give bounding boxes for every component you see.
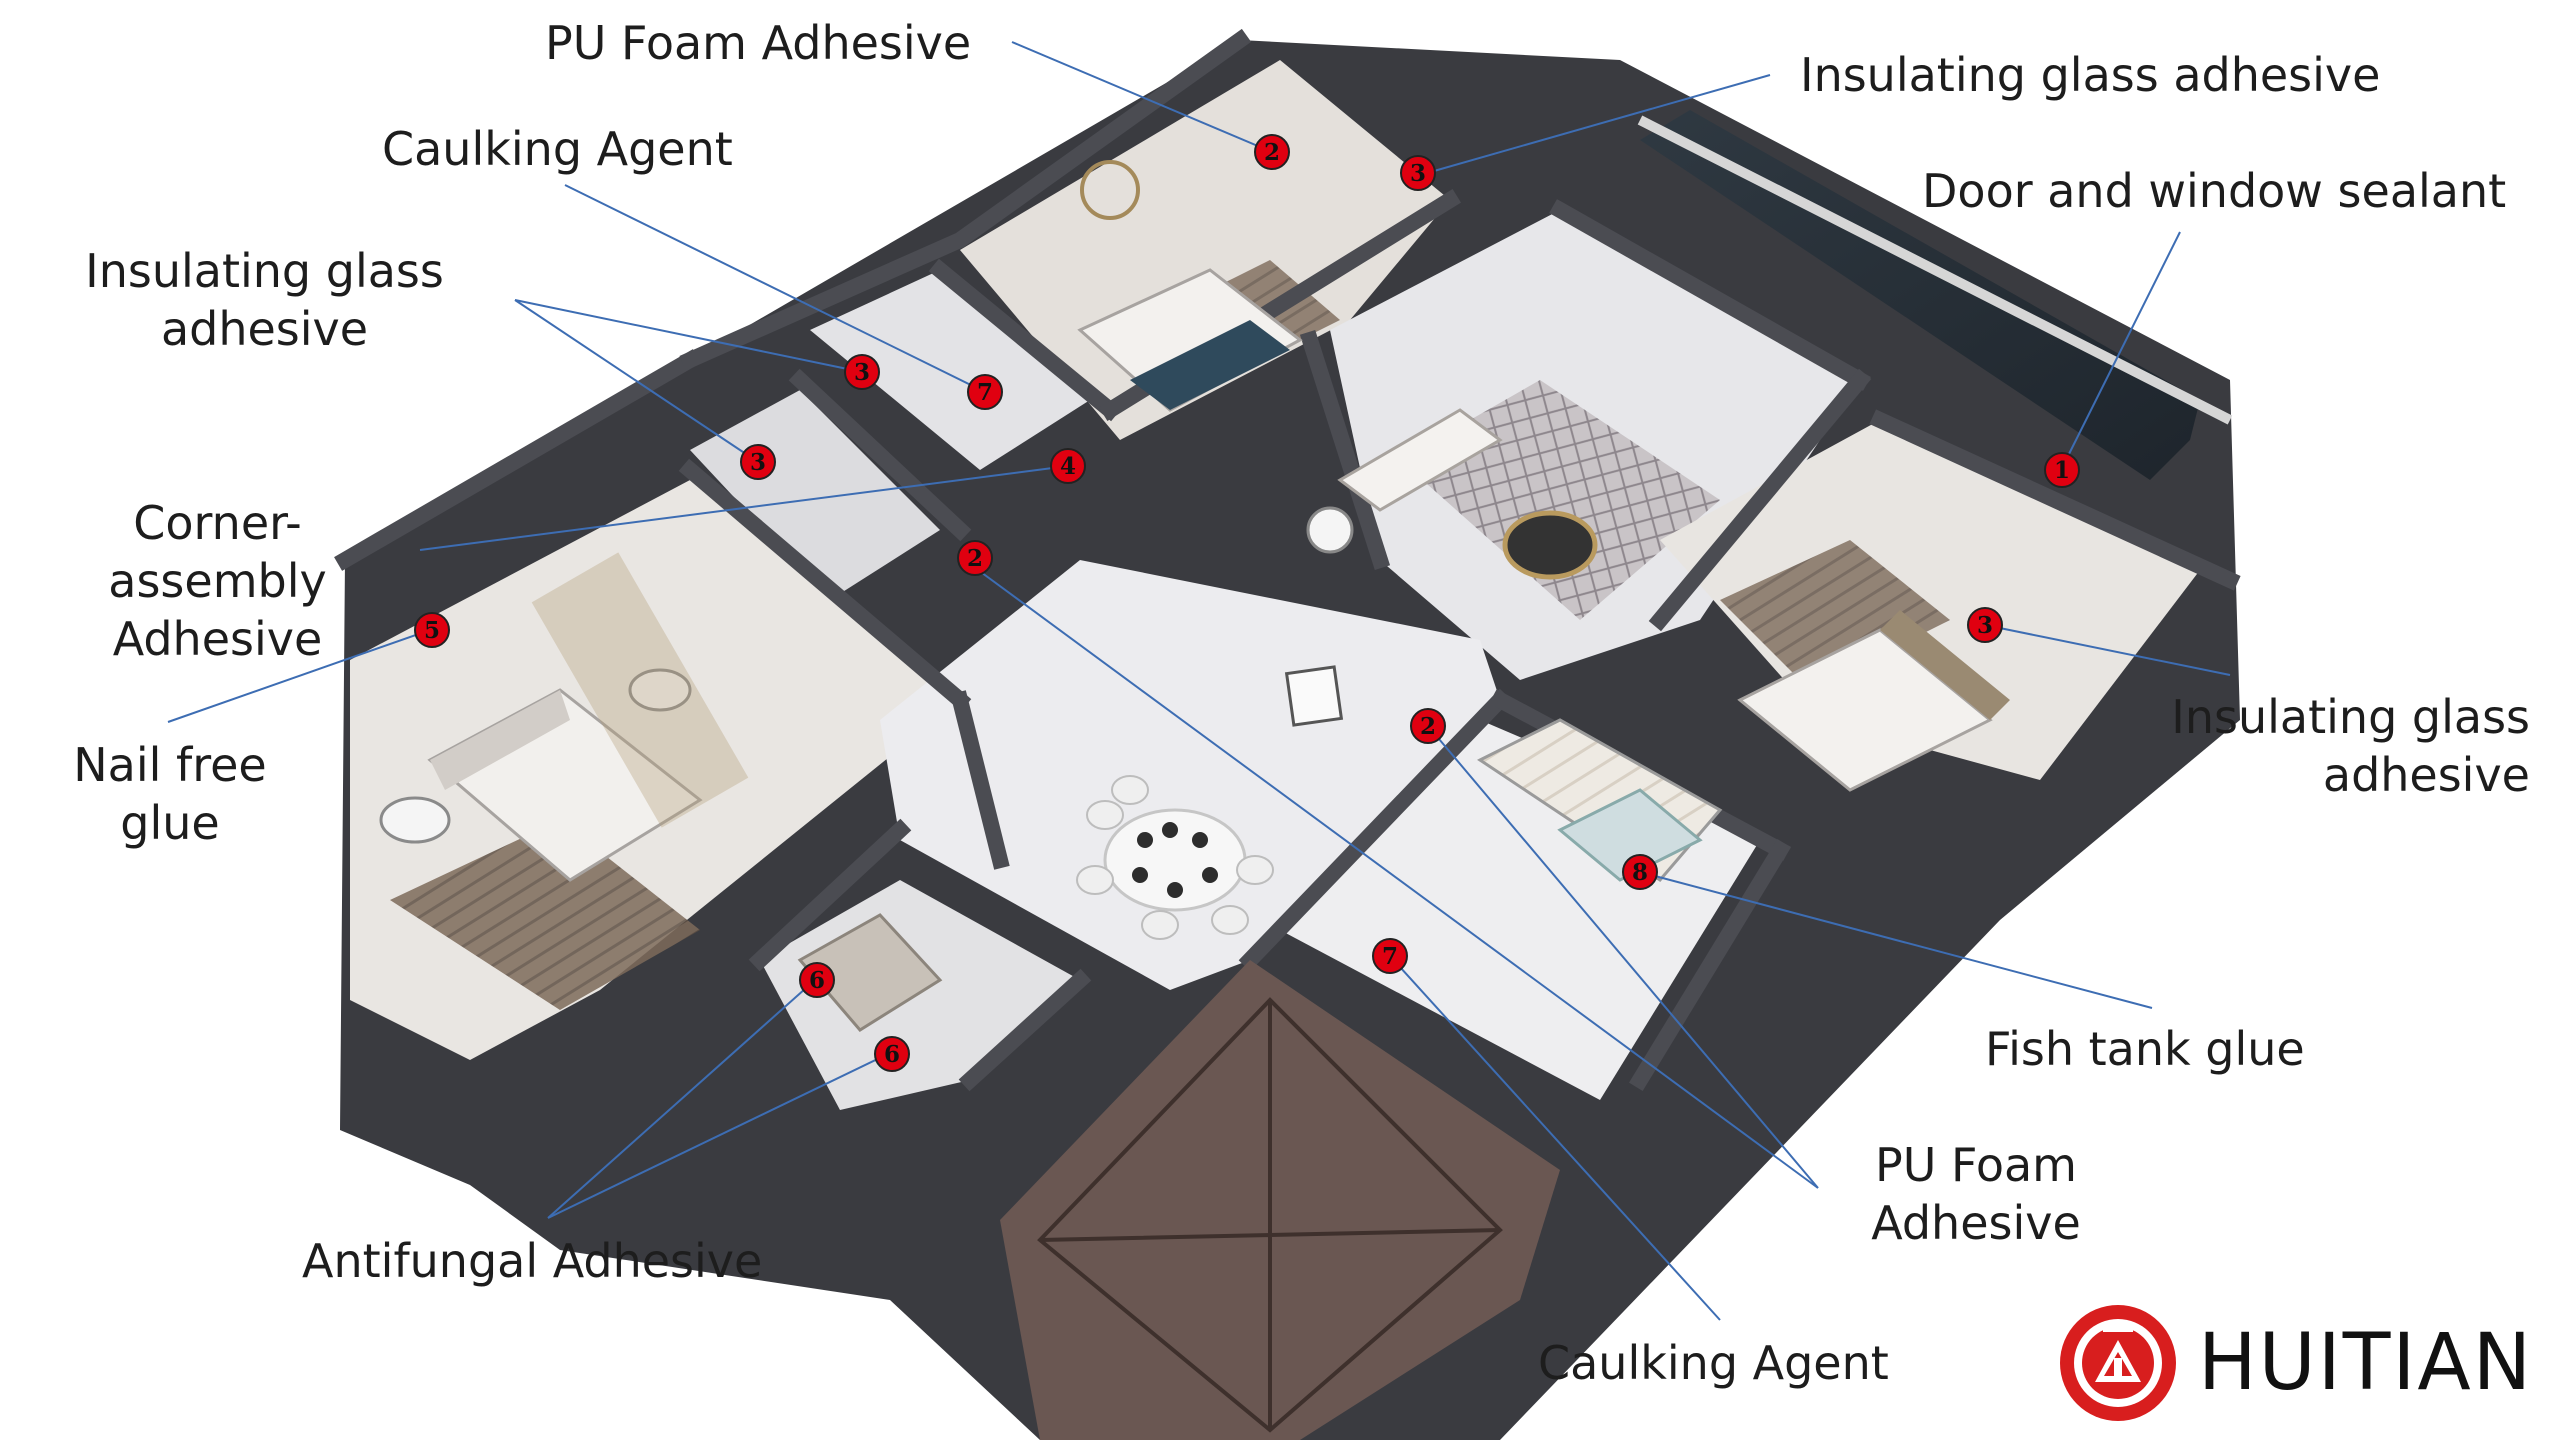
label-corner-assembly: Corner- assembly Adhesive bbox=[50, 494, 385, 668]
label-caulking-bottom: Caulking Agent bbox=[1538, 1336, 1889, 1390]
label-line: Corner- bbox=[133, 496, 302, 550]
label-line: adhesive bbox=[160, 302, 369, 356]
marker-2: 2 bbox=[1254, 134, 1290, 170]
label-pu-foam-bottom: PU Foam Adhesive bbox=[1845, 1136, 2107, 1252]
marker-4: 4 bbox=[1050, 448, 1086, 484]
svg-text:2: 2 bbox=[1420, 713, 1436, 740]
label-nail-free: Nail free glue bbox=[50, 736, 290, 852]
label-line: PU Foam bbox=[1875, 1138, 2077, 1192]
bathroom-left-floor bbox=[690, 390, 940, 600]
marker-3: 3 bbox=[1967, 607, 2003, 643]
marker-6: 6 bbox=[874, 1036, 910, 1072]
svg-text:6: 6 bbox=[884, 1041, 900, 1068]
label-line: Adhesive bbox=[112, 612, 323, 666]
svg-text:3: 3 bbox=[750, 449, 766, 476]
label-line: Insulating glass bbox=[85, 244, 444, 298]
huitian-logo-text: HUITIAN bbox=[2198, 1318, 2534, 1408]
label-pu-foam-top: PU Foam Adhesive bbox=[545, 16, 972, 70]
living-sofa bbox=[1337, 408, 1503, 512]
kitchen-counter bbox=[797, 913, 943, 1032]
marker-3: 3 bbox=[844, 354, 880, 390]
huitian-logo-icon bbox=[2060, 1305, 2176, 1421]
marker-5: 5 bbox=[414, 612, 450, 648]
svg-text:5: 5 bbox=[424, 617, 440, 644]
label-line: adhesive bbox=[2322, 748, 2530, 802]
label-line: Adhesive bbox=[1871, 1196, 2081, 1250]
label-line: Insulating glass bbox=[2171, 690, 2530, 744]
svg-text:7: 7 bbox=[1382, 943, 1398, 970]
label-insulating-top-right: Insulating glass adhesive bbox=[1800, 48, 2381, 102]
label-line: glue bbox=[120, 796, 220, 850]
svg-text:1: 1 bbox=[2054, 457, 2070, 484]
label-insulating-left: Insulating glass adhesive bbox=[82, 242, 447, 358]
leader-lines bbox=[167, 41, 2231, 1321]
svg-text:3: 3 bbox=[1977, 612, 1993, 639]
label-insulating-right: Insulating glass adhesive bbox=[2130, 688, 2530, 804]
bathroom-center-floor bbox=[810, 270, 1090, 470]
marker-7: 7 bbox=[1372, 938, 1408, 974]
svg-text:3: 3 bbox=[854, 359, 870, 386]
label-line: assembly bbox=[108, 554, 327, 608]
label-antifungal: Antifungal Adhesive bbox=[302, 1234, 763, 1288]
marker-3: 3 bbox=[740, 444, 776, 480]
fish-tank bbox=[1557, 788, 1703, 882]
label-line: Nail free bbox=[73, 738, 267, 792]
entry-landing bbox=[1000, 960, 1560, 1440]
svg-text:3: 3 bbox=[1410, 160, 1426, 187]
marker-2: 2 bbox=[1410, 708, 1446, 744]
label-caulking-top: Caulking Agent bbox=[382, 122, 733, 176]
svg-text:4: 4 bbox=[1060, 453, 1076, 480]
svg-text:2: 2 bbox=[1264, 139, 1280, 166]
marker-1: 1 bbox=[2044, 452, 2080, 488]
label-door-window: Door and window sealant bbox=[1922, 164, 2507, 218]
marker-8: 8 bbox=[1622, 854, 1658, 890]
top-bedroom-floor bbox=[960, 60, 1450, 440]
marker-2: 2 bbox=[957, 540, 993, 576]
dining-floor bbox=[880, 560, 1500, 990]
label-fish-tank: Fish tank glue bbox=[1985, 1022, 2305, 1076]
marker-3: 3 bbox=[1400, 155, 1436, 191]
svg-text:7: 7 bbox=[977, 379, 993, 406]
balcony-glass bbox=[1640, 110, 2200, 480]
marker-7: 7 bbox=[967, 374, 1003, 410]
svg-text:8: 8 bbox=[1632, 859, 1648, 886]
marker-6: 6 bbox=[799, 962, 835, 998]
svg-text:2: 2 bbox=[967, 545, 983, 572]
svg-text:6: 6 bbox=[809, 967, 825, 994]
